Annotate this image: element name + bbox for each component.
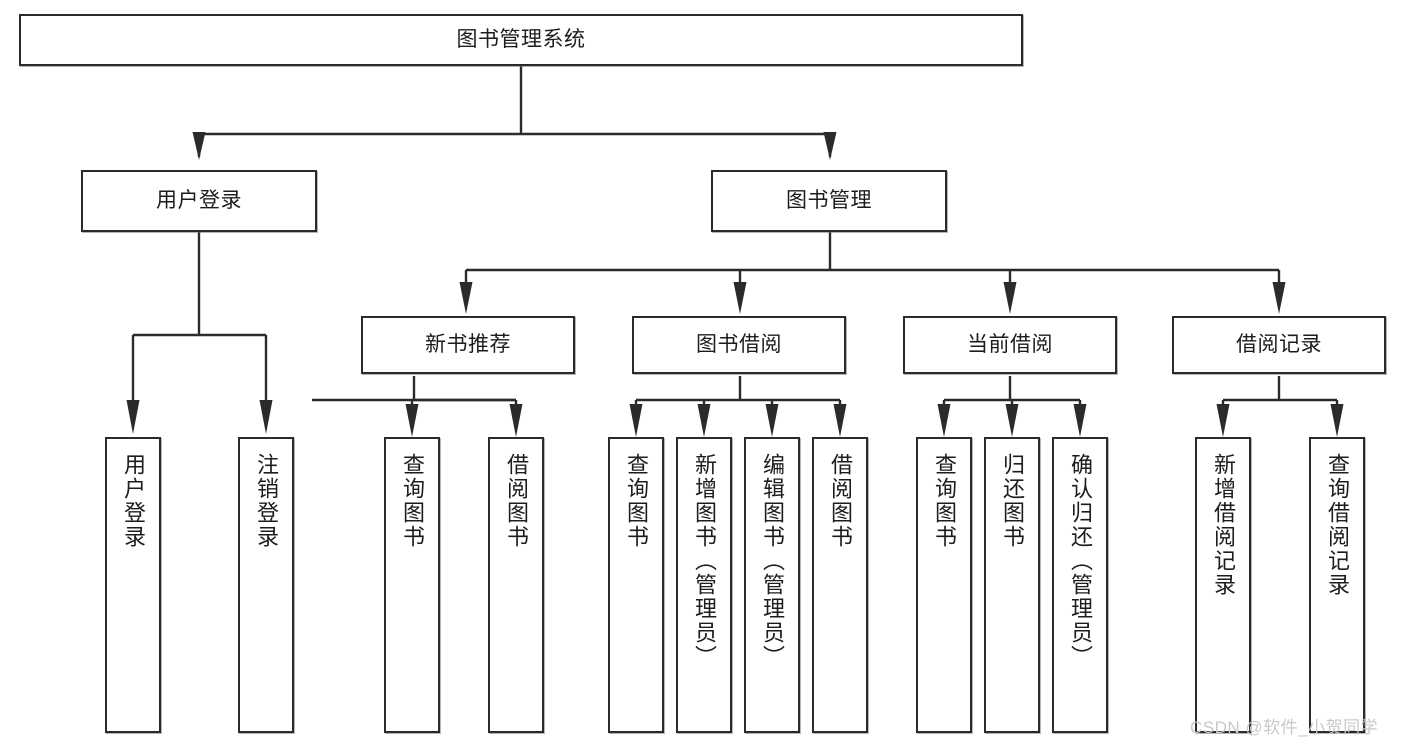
node-user-login[interactable]: 用户登录 (81, 170, 317, 232)
node-leaf-borrow-book-recommend[interactable]: 借阅图书 (488, 437, 544, 733)
node-leaf-query-book-current[interactable]: 查询图书 (916, 437, 972, 733)
node-label: 图书借阅 (696, 333, 782, 357)
node-label: 查询借阅记录 (1324, 453, 1350, 597)
node-book-management[interactable]: 图书管理 (711, 170, 947, 232)
node-label: 新增借阅记录 (1210, 453, 1236, 597)
node-label: 新书推荐 (425, 333, 511, 357)
node-book-borrow[interactable]: 图书借阅 (632, 316, 846, 374)
node-leaf-query-book-borrow[interactable]: 查询图书 (608, 437, 664, 733)
node-label: 借阅图书 (827, 453, 853, 549)
node-borrow-record[interactable]: 借阅记录 (1172, 316, 1386, 374)
node-leaf-confirm-return[interactable]: 确认归还（管理员） (1052, 437, 1108, 733)
node-label: 当前借阅 (967, 333, 1053, 357)
watermark: CSDN @软件_小贺同学 (1190, 718, 1379, 737)
node-current-borrow[interactable]: 当前借阅 (903, 316, 1117, 374)
node-book-management-system[interactable]: 图书管理系统 (19, 14, 1023, 66)
node-label: 图书管理系统 (456, 28, 586, 52)
node-leaf-add-book[interactable]: 新增图书（管理员） (676, 437, 732, 733)
node-label: 借阅图书 (503, 453, 529, 549)
node-label: 借阅记录 (1236, 333, 1322, 357)
node-leaf-borrow-book[interactable]: 借阅图书 (812, 437, 868, 733)
node-label: 图书管理 (786, 189, 872, 213)
node-label: 查询图书 (623, 453, 649, 549)
node-leaf-return-book[interactable]: 归还图书 (984, 437, 1040, 733)
node-leaf-add-borrow-record[interactable]: 新增借阅记录 (1195, 437, 1251, 733)
node-leaf-query-borrow-record[interactable]: 查询借阅记录 (1309, 437, 1365, 733)
node-label: 编辑图书（管理员） (759, 453, 785, 669)
node-label: 新增图书（管理员） (691, 453, 717, 669)
node-leaf-query-book-recommend[interactable]: 查询图书 (384, 437, 440, 733)
node-label: 用户登录 (156, 189, 242, 213)
node-leaf-user-login[interactable]: 用户登录 (105, 437, 161, 733)
node-new-book-recommend[interactable]: 新书推荐 (361, 316, 575, 374)
node-leaf-edit-book[interactable]: 编辑图书（管理员） (744, 437, 800, 733)
node-label: 确认归还（管理员） (1067, 453, 1093, 669)
node-label: 查询图书 (931, 453, 957, 549)
node-label: 用户登录 (120, 453, 146, 549)
node-leaf-logout-login[interactable]: 注销登录 (238, 437, 294, 733)
node-label: 查询图书 (399, 453, 425, 549)
node-label: 归还图书 (999, 453, 1025, 549)
node-label: 注销登录 (253, 453, 279, 549)
